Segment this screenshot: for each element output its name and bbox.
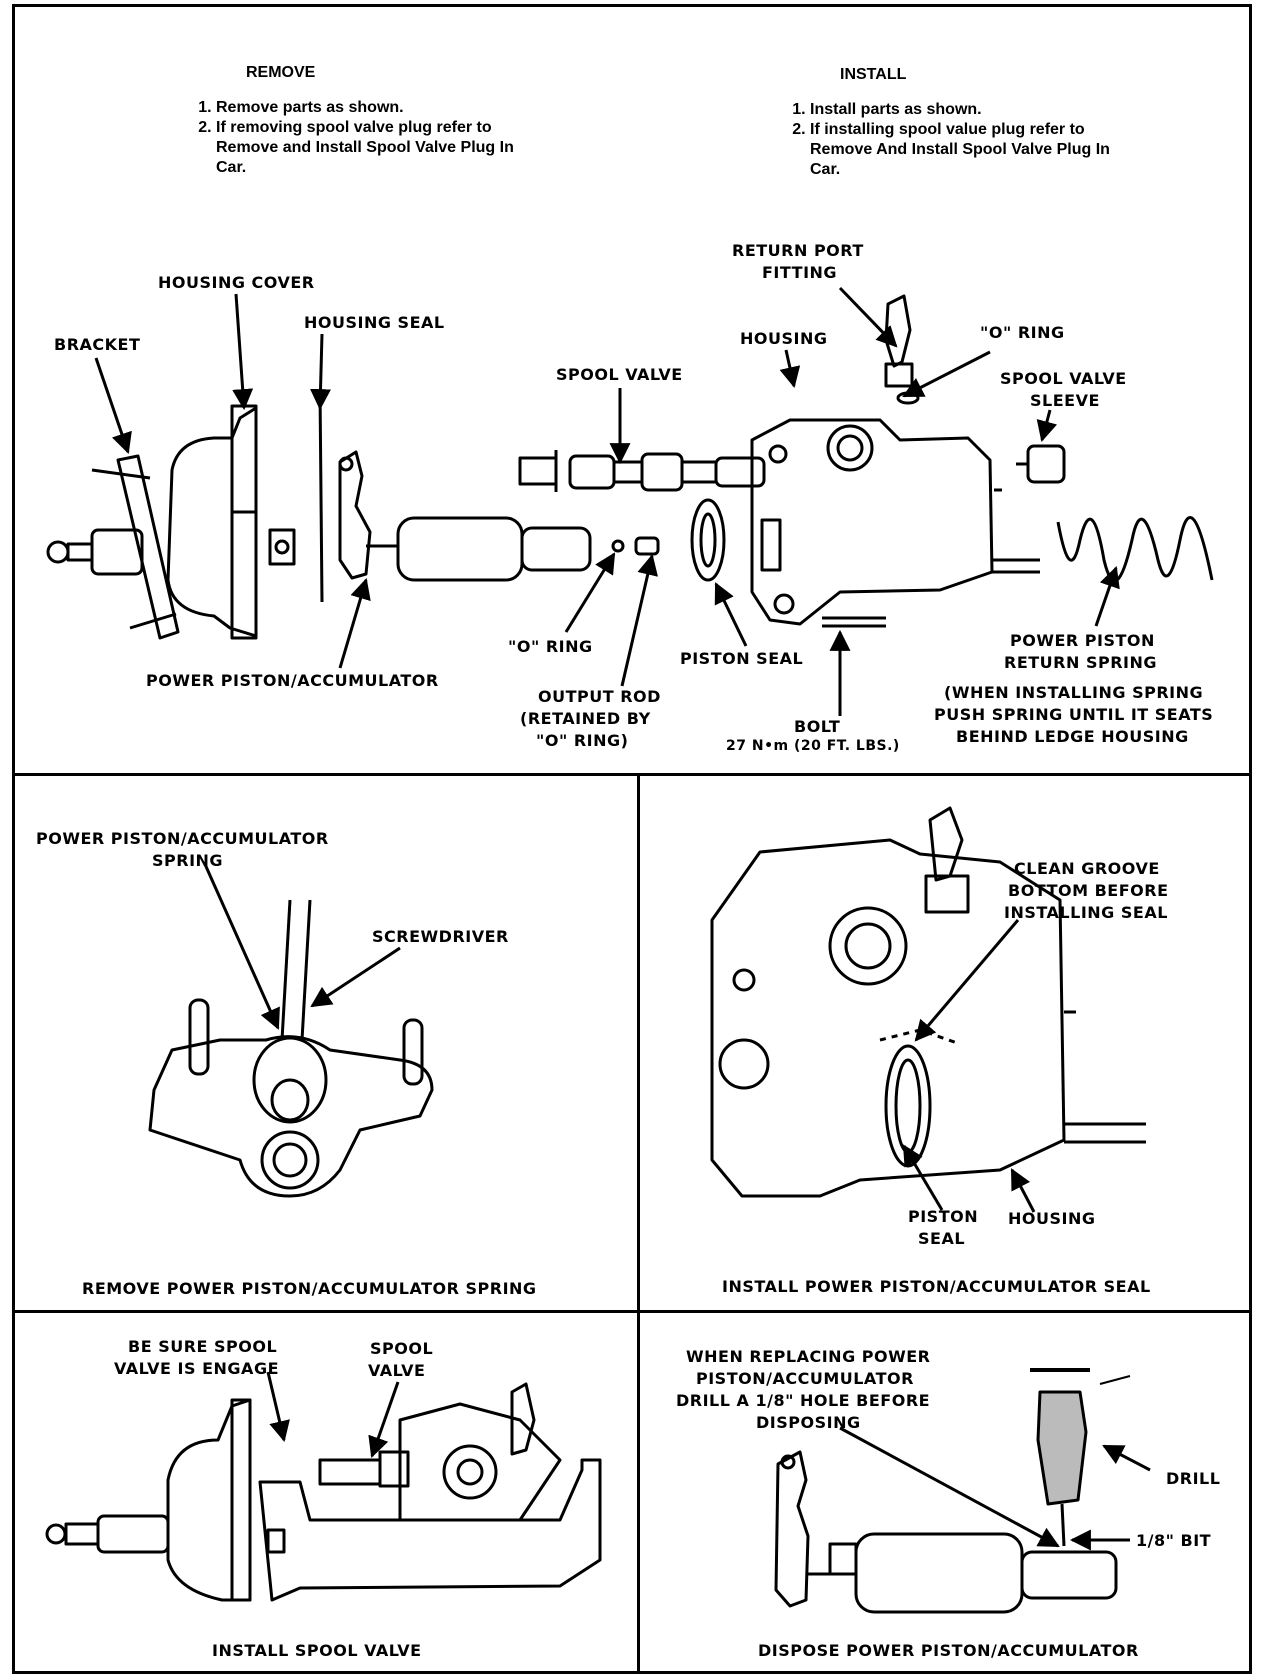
bracket-drawing <box>91 454 180 640</box>
label-seal-housing: HOUSING <box>1008 1209 1096 1228</box>
remove-steps: Remove parts as shown. If removing spool… <box>190 98 516 178</box>
cover-casting-drawing <box>148 899 434 1198</box>
label-spring-note-2: PUSH SPRING UNTIL IT SEATS <box>934 705 1214 724</box>
label-return-spring-1: POWER PISTON <box>1010 631 1155 650</box>
label-output-rod-2: (RETAINED BY <box>520 709 651 728</box>
label-piston-seal-1: PISTON <box>908 1207 979 1226</box>
label-power-piston: POWER PISTON/ACCUMULATOR <box>146 671 439 690</box>
install-step: Install parts as shown. <box>810 100 1110 120</box>
label-return-port-1: RETURN PORT <box>732 241 864 260</box>
bolt-drawing <box>822 616 886 628</box>
caption-dispose: DISPOSE POWER PISTON/ACCUMULATOR <box>758 1641 1139 1660</box>
remove-step: If removing spool valve plug refer to Re… <box>216 118 516 178</box>
label-output-rod-3: "O" RING) <box>536 731 629 750</box>
install-steps: Install parts as shown. If installing sp… <box>784 100 1110 180</box>
label-when-1: WHEN REPLACING POWER <box>686 1347 931 1366</box>
label-output-rod-1: OUTPUT ROD <box>538 687 661 706</box>
output-rod-drawing <box>611 536 660 556</box>
main-leader-lines <box>94 286 1120 716</box>
label-spool-valve: SPOOL VALVE <box>556 365 683 384</box>
spool-valve-drawing <box>518 450 766 492</box>
label-housing-cover: HOUSING COVER <box>158 273 315 292</box>
dispose-leaders <box>839 1426 1151 1551</box>
housing-drawing <box>750 418 1040 626</box>
label-bolt-2: 27 N•m (20 FT. LBS.) <box>726 738 900 754</box>
label-spool-2: VALVE <box>368 1361 426 1380</box>
label-spring-1: POWER PISTON/ACCUMULATOR <box>36 829 329 848</box>
label-when-3: DRILL A 1/8" HOLE BEFORE <box>676 1391 931 1410</box>
label-housing: HOUSING <box>740 329 828 348</box>
seal-housing-drawing <box>710 806 1146 1198</box>
label-o-ring-top: "O" RING <box>980 323 1065 342</box>
rod-end-drawing <box>46 528 144 576</box>
caption-install-seal: INSTALL POWER PISTON/ACCUMULATOR SEAL <box>722 1277 1151 1296</box>
housing-seal-drawing <box>318 389 324 603</box>
remove-step: Remove parts as shown. <box>216 98 516 118</box>
housing-cover-drawing <box>166 404 296 640</box>
piston-seal-drawing <box>690 498 726 582</box>
install-spool-leaders <box>266 1371 400 1458</box>
label-screwdriver: SCREWDRIVER <box>372 927 509 946</box>
install-heading: INSTALL <box>840 66 907 83</box>
label-bolt-1: BOLT <box>794 717 841 736</box>
label-clean-3: INSTALLING SEAL <box>1004 903 1168 922</box>
label-drill: DRILL <box>1166 1469 1221 1488</box>
dispose-piston-drawing <box>774 1450 1118 1614</box>
remove-heading: REMOVE <box>246 64 316 81</box>
label-bit: 1/8" BIT <box>1136 1531 1212 1550</box>
label-clean-2: BOTTOM BEFORE <box>1008 881 1169 900</box>
caption-install-spool: INSTALL SPOOL VALVE <box>212 1641 422 1660</box>
label-be-sure-2: VALVE IS ENGAGE <box>114 1359 279 1378</box>
drill-drawing <box>1030 1368 1131 1547</box>
install-step: If installing spool value plug refer to … <box>810 120 1110 180</box>
label-piston-seal-2: SEAL <box>918 1229 966 1248</box>
dispose-panel <box>637 1310 1252 1674</box>
return-spring-drawing <box>1056 516 1214 583</box>
return-port-fitting-drawing <box>884 294 920 405</box>
caption-remove-spring: REMOVE POWER PISTON/ACCUMULATOR SPRING <box>82 1279 537 1298</box>
spool-valve-sleeve-drawing <box>1016 444 1066 484</box>
label-bracket: BRACKET <box>54 335 141 354</box>
label-spring-2: SPRING <box>152 851 224 870</box>
label-housing-seal: HOUSING SEAL <box>304 313 445 332</box>
label-when-4: DISPOSING <box>756 1413 861 1432</box>
label-sleeve-1: SPOOL VALVE <box>1000 369 1127 388</box>
install-seal-leaders <box>902 919 1036 1213</box>
power-piston-drawing <box>338 450 592 582</box>
label-when-2: PISTON/ACCUMULATOR <box>696 1369 914 1388</box>
spool-assembly-drawing <box>45 1382 602 1602</box>
label-clean-1: CLEAN GROOVE <box>1014 859 1160 878</box>
label-spool-1: SPOOL <box>370 1339 434 1358</box>
label-spring-note-3: BEHIND LEDGE HOUSING <box>956 727 1189 746</box>
label-o-ring-bottom: "O" RING <box>508 637 593 656</box>
remove-spring-leaders <box>202 861 401 1030</box>
label-return-port-2: FITTING <box>762 263 838 282</box>
label-sleeve-2: SLEEVE <box>1030 391 1100 410</box>
label-piston-seal: PISTON SEAL <box>680 649 804 668</box>
label-be-sure-1: BE SURE SPOOL <box>128 1337 278 1356</box>
label-spring-note-1: (WHEN INSTALLING SPRING <box>944 683 1204 702</box>
label-return-spring-2: RETURN SPRING <box>1004 653 1157 672</box>
